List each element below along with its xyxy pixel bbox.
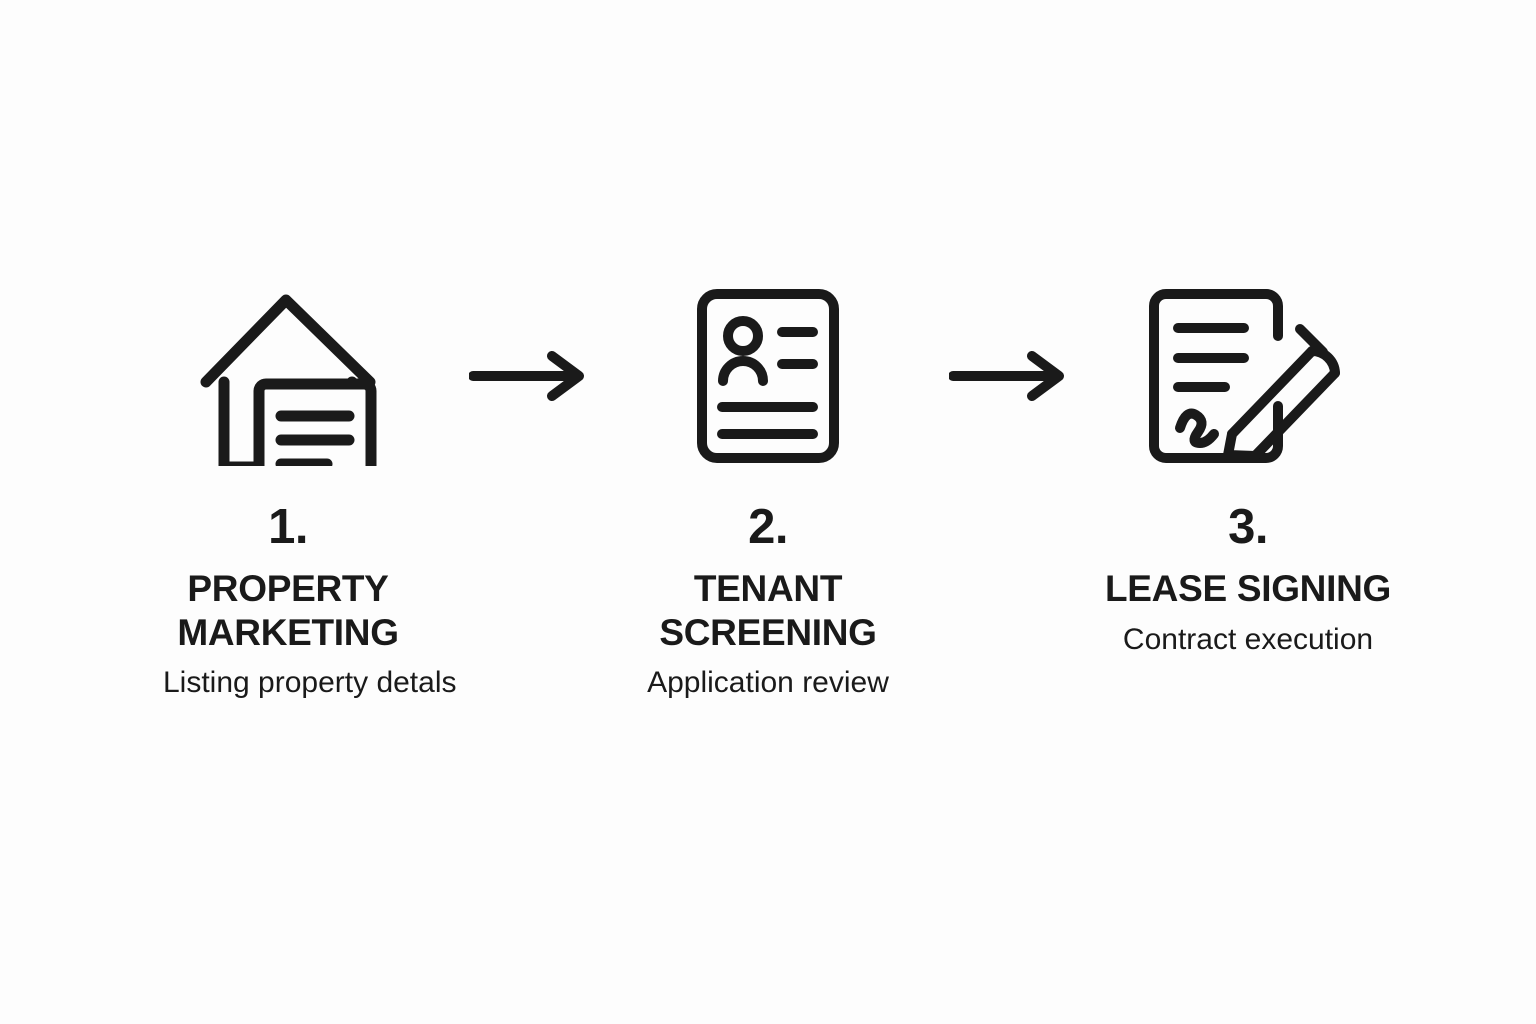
- document-with-pencil-icon: [1148, 288, 1348, 464]
- step-1-icon-slot: [163, 276, 413, 476]
- step-2-description: Application review: [647, 666, 889, 700]
- step-2-title: TENANT SCREENING: [659, 567, 877, 653]
- step-2-icon-slot: [643, 276, 893, 476]
- connector-2-slot: [893, 276, 1123, 476]
- step-3-description: Contract execution: [1122, 622, 1374, 656]
- house-with-document-icon: [197, 286, 379, 466]
- step-3-label-column: 3. LEASE SIGNING Contract execution: [1038, 500, 1458, 658]
- step-1-label-column: 1. PROPERTY MARKETING Listing property d…: [163, 500, 457, 701]
- step-2-number: 2.: [748, 500, 788, 554]
- step-1-number: 1.: [268, 500, 308, 554]
- process-icon-row: [0, 276, 1536, 476]
- step-1-description: Listing property detals: [163, 666, 457, 700]
- step-1-title: PROPERTY MARKETING: [177, 567, 399, 653]
- step-2-label-column: 2. TENANT SCREENING Application review: [643, 500, 893, 701]
- step-3-icon-slot: [1123, 276, 1373, 476]
- arrow-right-icon: [949, 350, 1067, 402]
- process-labels-row: 1. PROPERTY MARKETING Listing property d…: [0, 500, 1536, 701]
- connector-1-slot: [413, 276, 643, 476]
- step-3-number: 3.: [1228, 500, 1268, 554]
- step-3-title: LEASE SIGNING: [1105, 567, 1391, 609]
- id-document-person-icon: [696, 288, 840, 464]
- arrow-right-icon: [469, 350, 587, 402]
